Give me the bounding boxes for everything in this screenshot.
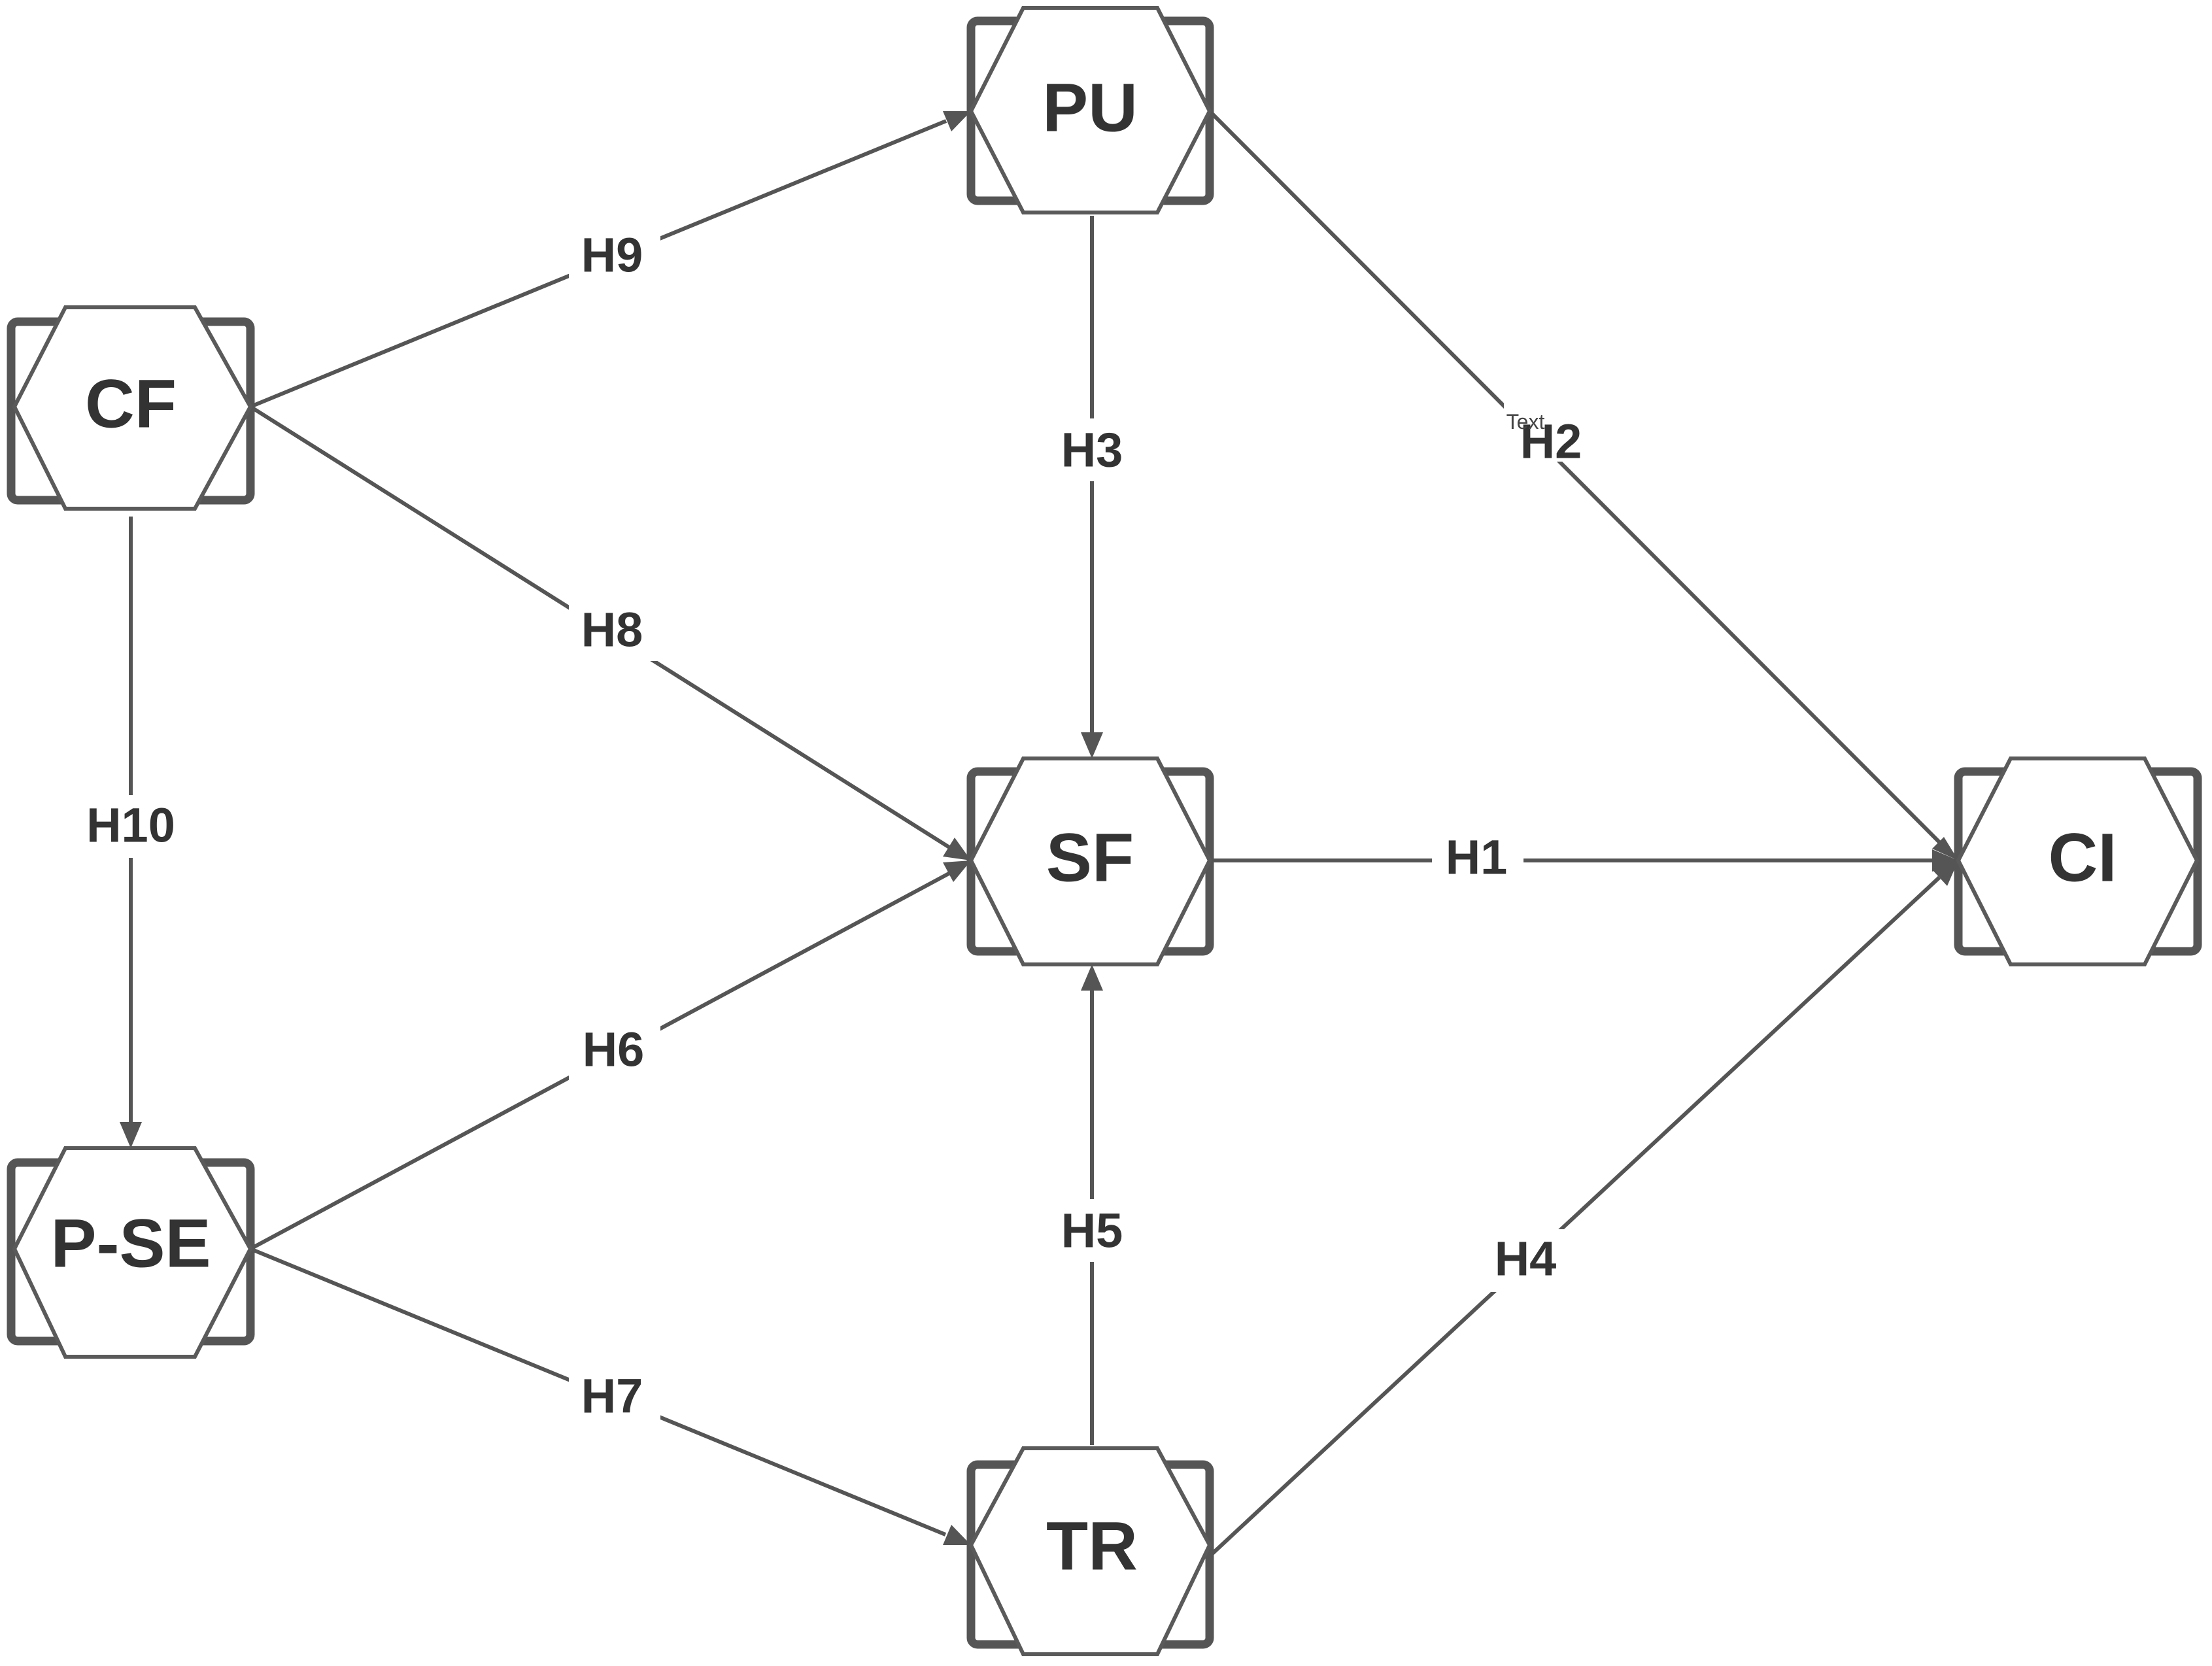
- node-tr: TR: [966, 1446, 1214, 1656]
- node-label-sf: SF: [1046, 820, 1134, 896]
- edge-h4: H4: [1208, 860, 1958, 1558]
- edge-h1: H1: [1210, 829, 1958, 892]
- node-ci: CI: [1954, 756, 2202, 966]
- edges: H1 H2 H3 H4 H5: [72, 109, 1958, 1558]
- node-pu: PU: [966, 6, 1214, 214]
- edge-label-h6: H6: [583, 1023, 645, 1077]
- edge-h5: H5: [1046, 964, 1138, 1445]
- node-cf: CF: [7, 305, 255, 511]
- edge-label-h10: H10: [86, 798, 175, 853]
- edge-h3: H3: [1046, 216, 1138, 758]
- edge-h2: H2: [1208, 109, 1958, 860]
- text-placeholder-label: Text: [1506, 410, 1545, 434]
- node-label-tr: TR: [1046, 1508, 1138, 1585]
- node-sf: SF: [966, 756, 1214, 966]
- edge-h8: H8: [249, 405, 971, 860]
- edge-label-h9: H9: [581, 228, 643, 282]
- edge-h9: H9: [249, 111, 971, 409]
- edge-label-h5: H5: [1061, 1204, 1123, 1258]
- edge-label-h4: H4: [1495, 1232, 1557, 1286]
- edge-label-h1: H1: [1446, 830, 1508, 885]
- edge-label-h7: H7: [581, 1369, 643, 1423]
- edge-h6: H6: [249, 860, 971, 1251]
- nodes: PU CF SF CI P-SE TR: [7, 6, 2202, 1656]
- node-label-ci: CI: [2049, 820, 2117, 896]
- node-label-cf: CF: [85, 366, 177, 443]
- edge-label-h3: H3: [1061, 423, 1123, 477]
- edge-h7: H7: [249, 1247, 971, 1545]
- edge-label-h2: H2: [1520, 415, 1582, 469]
- node-label-pse: P-SE: [50, 1206, 211, 1282]
- node-pse: P-SE: [7, 1146, 255, 1359]
- edge-label-h8: H8: [581, 603, 643, 657]
- edge-h10: H10: [72, 517, 190, 1148]
- node-label-pu: PU: [1042, 70, 1138, 146]
